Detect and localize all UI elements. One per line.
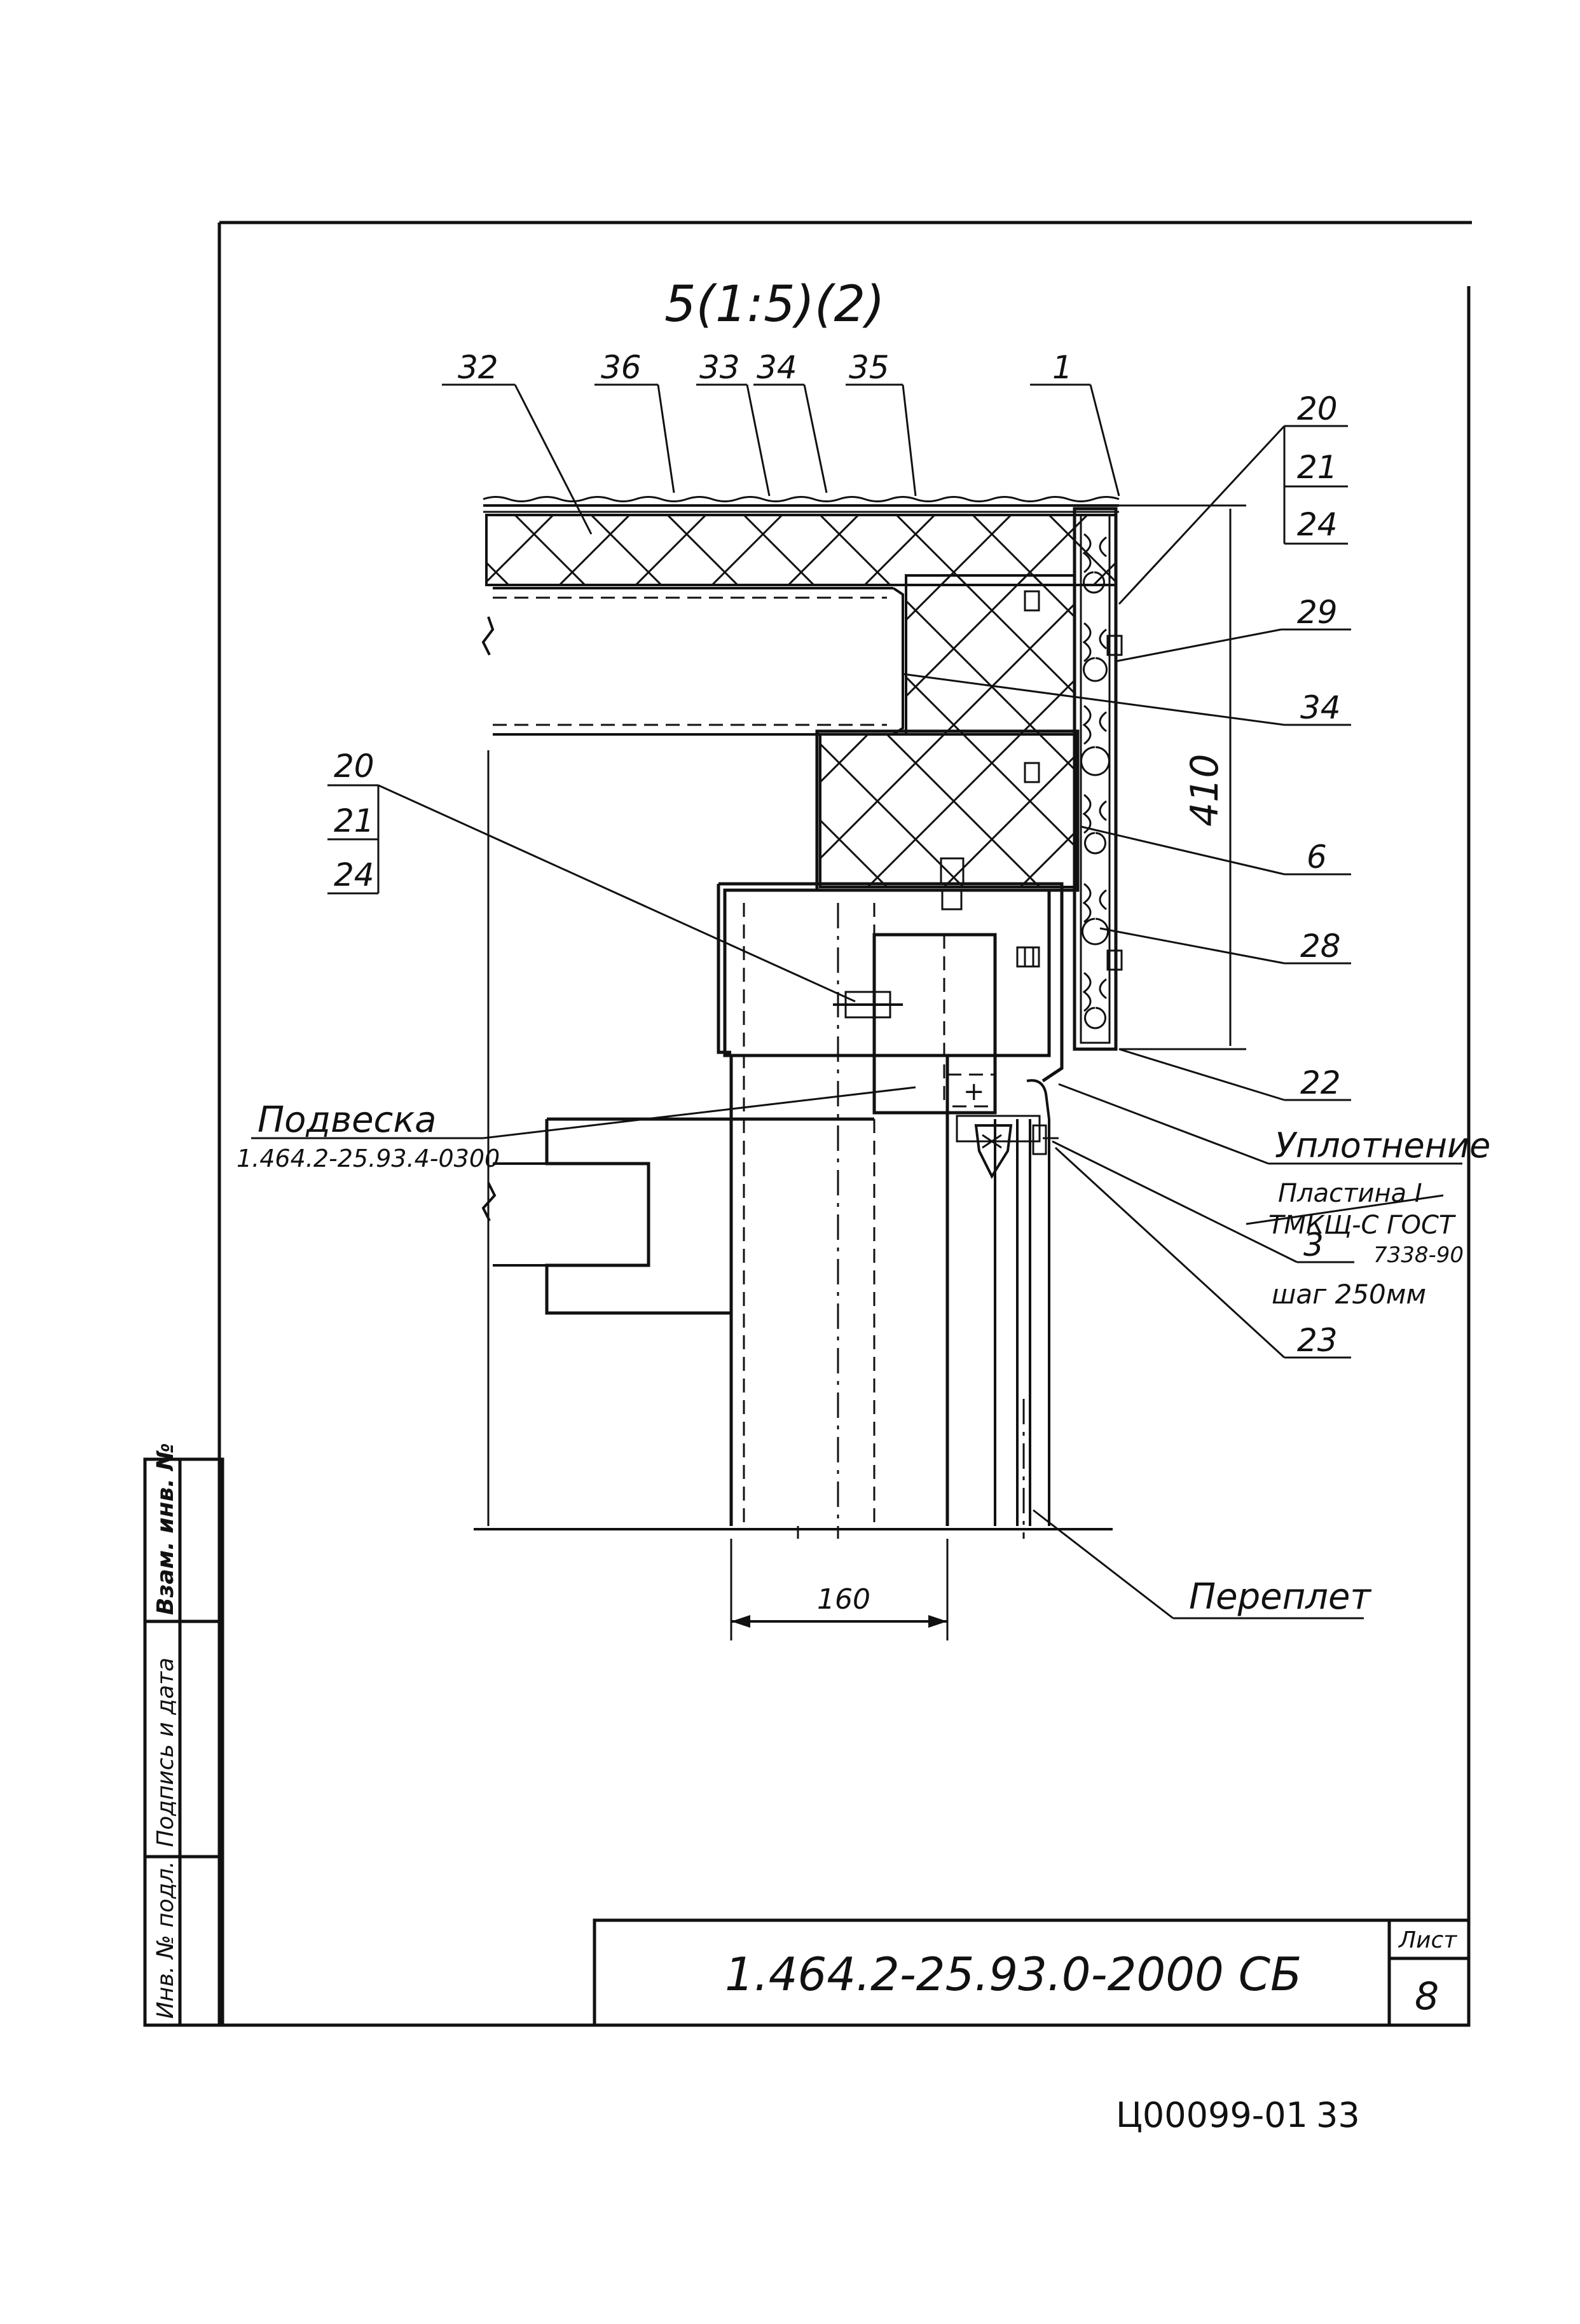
callout-stack-right: 20 21 24 — [1118, 390, 1348, 605]
callout-23-group: 23 — [1054, 1146, 1351, 1359]
pitch-note: шаг 250мм — [1272, 1279, 1426, 1310]
sheet-number: 8 — [1415, 1974, 1439, 2019]
hanger-code: 1.464.2-25.93.4-0300 — [237, 1145, 500, 1172]
seal-spec-line3: 7338-90 — [1373, 1242, 1464, 1268]
stack-left-24: 24 — [334, 856, 374, 893]
roof-section — [481, 496, 1120, 1526]
dimension-410: 410 — [1119, 504, 1246, 1050]
callout-3: 3 — [1303, 1227, 1324, 1263]
stack-left-20: 20 — [334, 748, 374, 785]
title-block: 1.464.2-25.93.0-2000 СБ Лист 8 — [593, 1918, 1471, 2027]
side-stamp: Взам. инв. № Подпись и дата Инв. № подл. — [143, 1443, 224, 2027]
callout-34-top: 34 — [757, 349, 797, 386]
sash-note: Переплет — [1033, 1509, 1371, 1619]
dimension-410-label: 410 — [1183, 753, 1227, 827]
stamp-original-inv: Инв. № подл. — [153, 1861, 179, 2019]
seal-spec-line2: ТМКЩ-С ГОСТ — [1268, 1211, 1457, 1240]
page-number: 33 — [1316, 2095, 1360, 2135]
stamp-signature-date: Подпись и дата — [153, 1658, 179, 1847]
seal-label: Уплотнение — [1275, 1125, 1490, 1165]
wall-panel — [1024, 507, 1123, 1051]
callout-32: 32 — [458, 349, 498, 386]
dimension-160: 160 — [730, 1539, 949, 1640]
archive-code: Ц00099-01 — [1116, 2095, 1308, 2135]
centerlines — [474, 903, 1113, 1539]
callout-28: 28 — [1300, 928, 1341, 965]
seal-note: Уплотнение Пластина I ТМКЩ-С ГОСТ 7338-9… — [1058, 1083, 1490, 1268]
callout-29: 29 — [1297, 594, 1338, 631]
callout-23: 23 — [1297, 1322, 1338, 1359]
callout-3-group: 3 шаг 250мм — [1052, 1140, 1426, 1310]
steel-beam: + — [717, 857, 1064, 1526]
stack-right-21: 21 — [1297, 449, 1338, 486]
top-callouts: 32 36 33 34 35 1 — [442, 349, 1120, 535]
callout-stack-left: 20 21 24 — [327, 748, 856, 1003]
plus-mark: + — [963, 1077, 985, 1106]
hanger-label: Подвеска — [258, 1099, 436, 1141]
seal-spec-line1: Пластина I — [1278, 1179, 1422, 1208]
callout-6: 6 — [1307, 839, 1327, 876]
hanger-beam — [481, 1117, 874, 1315]
sheet-label: Лист — [1398, 1927, 1457, 1953]
callout-33: 33 — [699, 349, 740, 386]
stamp-replacement-inv: Взам. инв. № — [153, 1443, 179, 1615]
hanger-note: Подвеска 1.464.2-25.93.4-0300 — [237, 1086, 916, 1172]
stack-left-21: 21 — [334, 802, 374, 839]
callout-22: 22 — [1300, 1064, 1341, 1101]
callout-36: 36 — [601, 349, 642, 386]
callout-35: 35 — [849, 349, 890, 386]
stack-right-20: 20 — [1297, 390, 1338, 427]
stack-right-24: 24 — [1297, 506, 1338, 543]
right-callouts: 29 34 6 28 22 — [902, 594, 1351, 1101]
document-code: 1.464.2-25.93.0-2000 СБ — [725, 1948, 1302, 2001]
sash-label: Переплет — [1189, 1576, 1371, 1618]
callout-1: 1 — [1052, 349, 1073, 386]
callout-34-right: 34 — [1300, 689, 1341, 726]
dimension-160-label: 160 — [817, 1583, 870, 1616]
view-title: 5(1:5)(2) — [664, 276, 885, 333]
